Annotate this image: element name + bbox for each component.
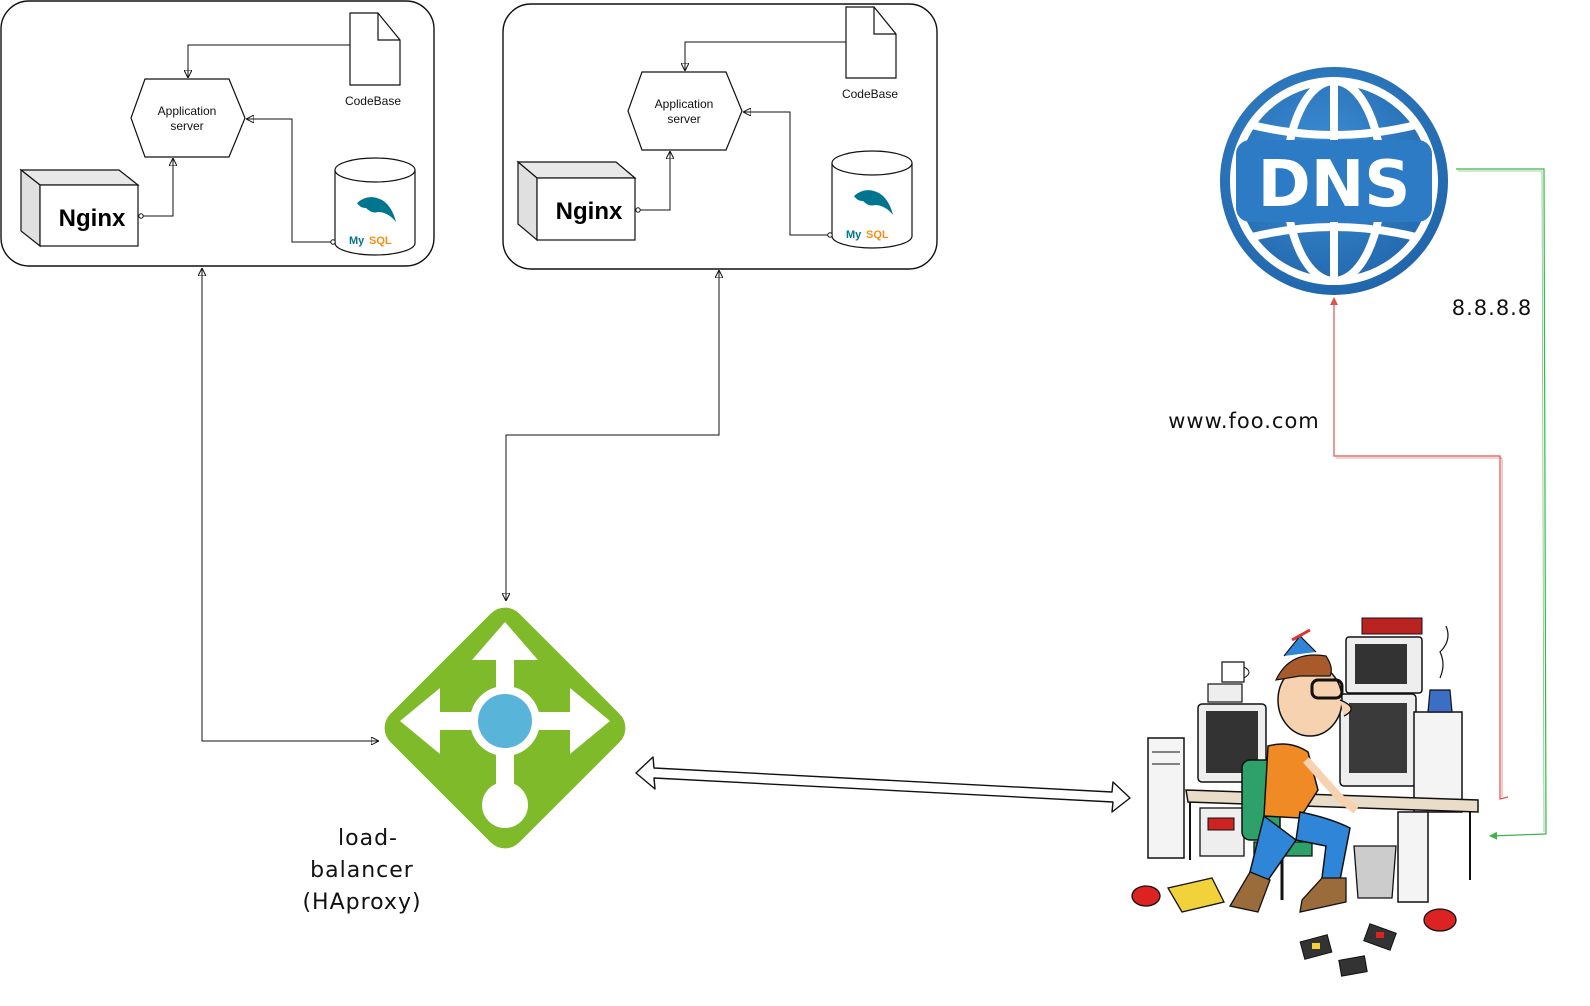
mysql-label-b: SQL — [866, 229, 889, 241]
app-server-label-line2: server — [667, 112, 700, 126]
computer-tower-icon — [1147, 737, 1185, 859]
app-server-node-1[interactable]: Application server — [130, 78, 246, 158]
mysql-to-app-connector-1 — [247, 119, 333, 242]
mysql-node-1[interactable]: My SQL — [334, 157, 416, 256]
chips-bag-icon — [1166, 877, 1225, 913]
computer-tower-icon — [1413, 711, 1463, 813]
person-icon — [1228, 628, 1359, 913]
user-to-dns-request-connector — [1330, 297, 1509, 800]
dns-to-user-response-connector — [1456, 168, 1547, 840]
nginx-node-2[interactable]: Nginx — [516, 160, 637, 242]
wastebasket-icon — [1353, 845, 1397, 899]
codebase-node-1[interactable]: CodeBase — [345, 12, 401, 108]
nginx-label: Nginx — [59, 205, 126, 232]
codebase-to-app-connector-2 — [685, 41, 846, 70]
load-balancer-label-line1: load- — [338, 826, 398, 851]
steam-icon — [1439, 625, 1449, 679]
mysql-label-a: My — [349, 235, 365, 247]
load-balancer-hub-icon — [478, 694, 532, 748]
domain-label: www.foo.com — [1168, 409, 1320, 433]
mysql-label-a: My — [846, 229, 862, 241]
mysql-node-2[interactable]: My SQL — [831, 150, 913, 249]
dns-label: DNS — [1258, 148, 1411, 222]
app-server-node-2[interactable]: Application server — [627, 71, 743, 151]
dns-label-plate — [1236, 140, 1432, 222]
ip-label: 8.8.8.8 — [1452, 296, 1532, 320]
nginx-label: Nginx — [556, 198, 623, 225]
codebase-label: CodeBase — [345, 94, 401, 108]
nginx-to-app-connector-1 — [141, 159, 173, 216]
mysql-dolphin-icon — [357, 197, 396, 222]
app-server-label-line1: Application — [158, 104, 217, 118]
document-icon — [845, 6, 897, 79]
load-balancer-label-line2: balancer — [310, 858, 414, 883]
load-balancer-node[interactable]: load- balancer (HAproxy) — [302, 599, 633, 915]
server2-to-lb-connector — [506, 271, 719, 600]
codebase-node-2[interactable]: CodeBase — [842, 6, 898, 101]
load-balancer-label-line3: (HAproxy) — [302, 890, 421, 915]
soda-can-icon — [1131, 885, 1161, 907]
codebase-to-app-connector-1 — [188, 44, 350, 77]
codebase-label: CodeBase — [842, 87, 898, 101]
nginx-node-1[interactable]: Nginx — [19, 168, 140, 248]
server1-to-lb-connector — [202, 269, 378, 741]
app-server-label-line1: Application — [655, 97, 714, 111]
books-icon — [1361, 617, 1423, 635]
user-programmer-illustration[interactable] — [1131, 617, 1479, 977]
nginx-to-app-connector-2 — [638, 152, 670, 210]
mysql-label-b: SQL — [369, 235, 392, 247]
app-server-label-line2: server — [170, 119, 203, 133]
mysql-to-app-connector-2 — [744, 112, 830, 235]
lb-to-user-connector — [635, 756, 1131, 813]
document-icon — [349, 12, 401, 86]
server-box-2: Application server CodeBase Nginx My SQL — [502, 3, 938, 270]
cola-can-icon — [1423, 908, 1457, 932]
coffee-mug-icon — [1427, 689, 1453, 713]
mug-icon — [1221, 661, 1245, 683]
mysql-dolphin-icon — [854, 190, 893, 215]
dns-node[interactable]: DNS — [1220, 67, 1448, 295]
server-box-1: Application server CodeBase Nginx My SQL — [0, 0, 435, 267]
